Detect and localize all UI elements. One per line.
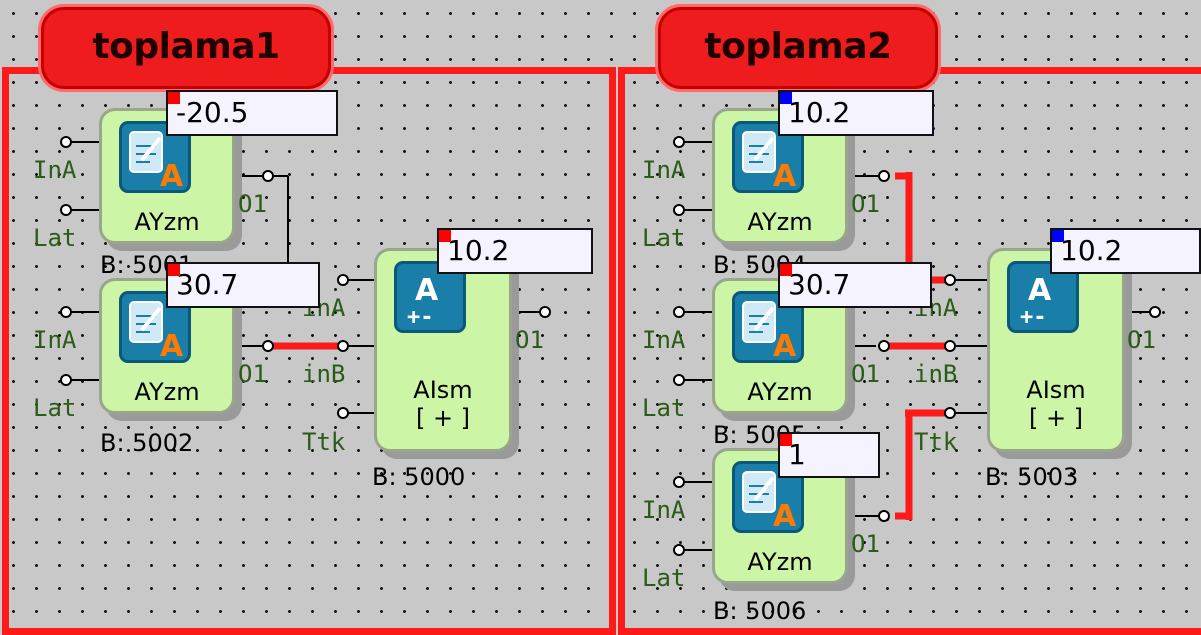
value-display-b5002[interactable]: 30.7 <box>166 262 320 308</box>
value-display-b5004[interactable]: 10.2 <box>778 90 934 136</box>
block-address-label: B: 5003 <box>985 463 1079 491</box>
analog-write-icon: A <box>119 121 191 193</box>
value-display-b5005[interactable]: 30.7 <box>778 262 932 308</box>
block-operation-label: [ + ] <box>415 404 471 432</box>
block-name-label: AYzm <box>747 208 813 236</box>
pin-ina-label: InA <box>33 156 77 184</box>
value-text: 30.7 <box>176 268 239 301</box>
block-name-label: AYzm <box>747 548 813 576</box>
svg-text:A: A <box>415 273 439 308</box>
status-marker <box>168 92 180 104</box>
group-title-toplama1[interactable]: toplama1 <box>38 4 334 92</box>
pin-o1-label: O1 <box>238 360 267 388</box>
value-text: 10.2 <box>788 96 851 129</box>
analog-write-icon: A <box>732 461 804 533</box>
pin-ttk-label: Ttk <box>914 428 958 456</box>
pin-o1-label: O1 <box>851 530 880 558</box>
status-marker <box>780 264 792 276</box>
pin-ina-label: InA <box>642 326 686 354</box>
pin-o1-label: O1 <box>851 360 880 388</box>
pin-lat-label: Lat <box>642 564 686 592</box>
value-display-b5003[interactable]: 10.2 <box>1050 228 1201 274</box>
svg-text:A: A <box>773 499 797 530</box>
svg-text:A: A <box>1028 273 1052 308</box>
value-text: 1 <box>788 438 806 471</box>
status-marker <box>780 434 792 446</box>
value-text: -20.5 <box>176 96 249 129</box>
block-address-label: B: 5000 <box>372 463 466 491</box>
pin-ina-label: InA <box>642 156 686 184</box>
status-marker <box>1052 230 1064 242</box>
block-b5003[interactable]: A +- AIsm [ + ] <box>987 248 1125 452</box>
pin-o1-label: O1 <box>515 326 544 354</box>
analog-add-icon: A +- <box>394 261 466 333</box>
pin-ina-label: InA <box>642 496 686 524</box>
analog-write-icon: A <box>732 121 804 193</box>
status-marker <box>168 264 180 276</box>
block-address-label: B: 5006 <box>713 597 807 625</box>
pin-lat-label: Lat <box>33 394 77 422</box>
svg-text:A: A <box>773 159 797 190</box>
pin-ina-label: InA <box>33 326 77 354</box>
status-marker <box>780 92 792 104</box>
block-address-label: B: 5002 <box>100 429 194 457</box>
svg-text:A: A <box>160 159 184 190</box>
block-operation-label: [ + ] <box>1028 404 1084 432</box>
status-marker <box>439 230 451 242</box>
svg-text:+-: +- <box>407 305 434 330</box>
svg-text:A: A <box>773 329 797 360</box>
pin-ttk-label: Ttk <box>302 428 346 456</box>
value-display-b5000[interactable]: 10.2 <box>437 228 593 274</box>
block-name-label: AIsm <box>1026 376 1086 404</box>
pin-o1-label: O1 <box>238 190 267 218</box>
pin-o1-label: O1 <box>851 190 880 218</box>
block-b5000[interactable]: A +- AIsm [ + ] <box>374 248 512 452</box>
pin-lat-label: Lat <box>642 224 686 252</box>
value-text: 10.2 <box>447 234 510 267</box>
svg-text:+-: +- <box>1020 305 1047 330</box>
pin-o1-label: O1 <box>1127 326 1156 354</box>
block-name-label: AYzm <box>134 378 200 406</box>
group-title-toplama2[interactable]: toplama2 <box>655 4 941 92</box>
block-name-label: AYzm <box>747 378 813 406</box>
block-name-label: AIsm <box>413 376 473 404</box>
value-display-b5006[interactable]: 1 <box>778 432 880 478</box>
pin-inb-label: inB <box>914 360 958 388</box>
pin-inb-label: inB <box>302 360 346 388</box>
analog-write-icon: A <box>732 291 804 363</box>
block-name-label: AYzm <box>134 208 200 236</box>
svg-text:A: A <box>160 329 184 360</box>
value-text: 30.7 <box>788 268 851 301</box>
pin-lat-label: Lat <box>642 394 686 422</box>
value-text: 10.2 <box>1060 234 1123 267</box>
pin-lat-label: Lat <box>33 224 77 252</box>
value-display-b5001[interactable]: -20.5 <box>166 90 338 136</box>
